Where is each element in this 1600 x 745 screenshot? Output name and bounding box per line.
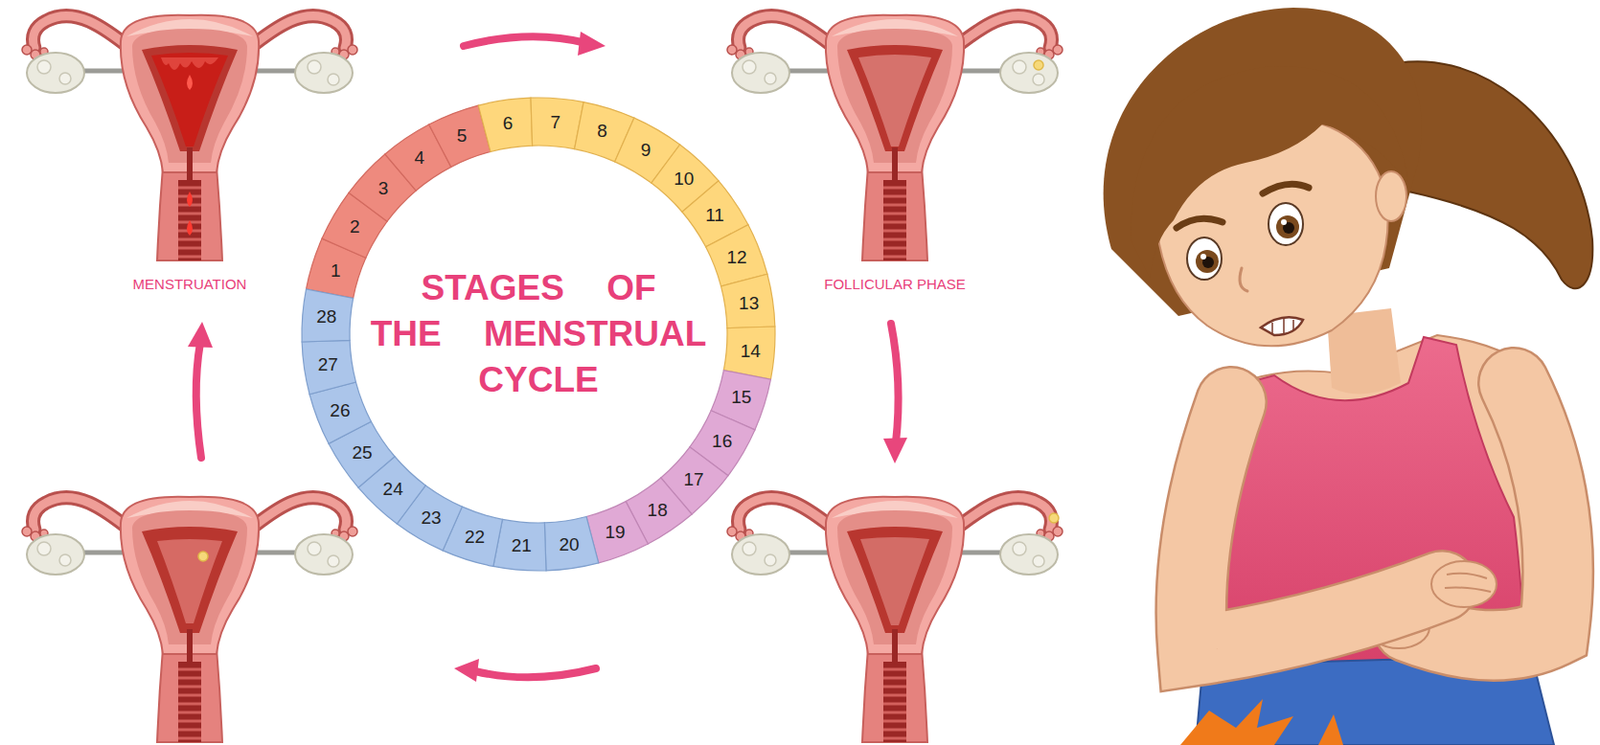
uterus-follicular-part	[858, 54, 932, 147]
day-number: 14	[731, 341, 770, 363]
girl-figure-part	[1200, 253, 1207, 260]
day-number: 4	[400, 147, 439, 169]
day-number: 25	[342, 442, 382, 464]
uterus-luteal-part	[157, 539, 223, 624]
segment-wedge	[478, 97, 532, 152]
day-number: 17	[674, 469, 713, 491]
girl-figure-part	[1375, 171, 1407, 222]
uterus-ovulation-part	[1049, 513, 1059, 524]
day-number: 5	[442, 125, 481, 147]
day-segment: 20	[542, 514, 601, 573]
uterus-menstruation-part	[186, 74, 193, 91]
girl-figure-part	[1180, 699, 1294, 745]
uterus-luteal	[22, 497, 358, 743]
uterus-follicular-part	[1033, 60, 1044, 70]
day-number: 3	[364, 178, 403, 200]
cycle-arrows-part	[454, 659, 480, 683]
day-number: 16	[703, 431, 742, 453]
day-segment: 27	[299, 338, 359, 397]
diagram-title: STAGES OF THE MENSTRUAL CYCLE	[366, 265, 710, 404]
cycle-arrows-part	[187, 321, 213, 348]
phase-label: FOLLICULAR PHASE	[823, 275, 966, 293]
day-number: 9	[626, 139, 665, 161]
girl-figure-part	[1260, 317, 1303, 336]
day-number: 10	[664, 168, 704, 190]
girl-figure-part	[1262, 183, 1309, 194]
girl-figure-part	[1444, 573, 1491, 593]
girl-figure-part	[1187, 237, 1222, 280]
day-number: 19	[595, 522, 635, 544]
day-number: 8	[582, 120, 621, 142]
phase-label-box: MENSTRUATION	[45, 274, 334, 295]
segment-wedge	[544, 517, 598, 572]
girl-figure-part	[1276, 215, 1300, 239]
girl-figure	[1103, 7, 1594, 745]
phase-label-box: FOLLICULAR PHASE	[751, 274, 1039, 295]
uterus-ovulation-part	[727, 497, 1063, 743]
day-number: 28	[307, 306, 346, 328]
uterus-ovulation-part	[860, 537, 930, 626]
day-number: 2	[335, 216, 374, 238]
uterus-menstruation	[22, 15, 358, 261]
day-number: 6	[488, 113, 527, 135]
cycle-arrows-part	[577, 31, 606, 56]
day-number: 22	[456, 526, 495, 549]
cycle-arrows-part	[463, 36, 587, 46]
day-number: 23	[411, 507, 451, 529]
uterus-menstruation-part	[186, 191, 193, 207]
uterus-menstruation-part	[160, 57, 219, 70]
day-number: 15	[722, 387, 761, 409]
uterus-luteal-part	[198, 551, 208, 562]
cycle-arrows	[187, 31, 908, 683]
day-number: 20	[549, 534, 589, 556]
uterus-menstruation-part	[22, 15, 358, 261]
day-segment: 6	[476, 95, 535, 155]
girl-figure-part	[1130, 66, 1409, 278]
girl-figure-part	[1280, 219, 1287, 226]
phase-label: MENSTRUATION	[133, 275, 248, 293]
girl-figure-part	[1176, 218, 1223, 229]
day-number: 13	[730, 293, 769, 315]
day-number: 18	[638, 500, 677, 522]
day-number: 24	[373, 479, 412, 501]
day-number: 11	[695, 205, 734, 227]
uterus-luteal-part	[22, 497, 358, 743]
cycle-arrows-part	[196, 342, 202, 458]
day-segment: 28	[299, 286, 356, 345]
girl-figure-part	[1272, 319, 1294, 335]
girl-figure-part	[1239, 268, 1248, 292]
cycle-arrows-part	[883, 437, 908, 464]
segment-wedge	[721, 274, 776, 328]
cycle-arrows-part	[475, 668, 596, 678]
uterus-menstruation-part	[186, 220, 193, 236]
day-number: 7	[536, 112, 575, 134]
girl-figure-part	[1268, 203, 1303, 246]
girl-figure-part	[1190, 402, 1442, 652]
girl-figure-part	[1318, 714, 1344, 745]
uterus-follicular-part	[727, 15, 1063, 261]
day-number: 12	[717, 247, 756, 269]
girl-figure-part	[1431, 561, 1497, 608]
day-number: 26	[320, 400, 360, 422]
uterus-menstruation-part	[151, 52, 229, 147]
uterus-ovulation	[727, 497, 1063, 743]
cycle-arrows-part	[891, 323, 899, 443]
day-number: 1	[316, 260, 355, 282]
segment-wedge	[301, 340, 356, 394]
day-segment: 13	[718, 272, 778, 331]
title-box: STAGES OF THE MENSTRUAL CYCLE	[366, 265, 710, 404]
uterus-follicular	[727, 15, 1063, 261]
girl-figure-part	[1195, 250, 1219, 274]
girl-figure-part	[1190, 402, 1442, 652]
day-number: 27	[308, 354, 347, 376]
day-number: 21	[502, 535, 541, 557]
segment-wedge	[301, 289, 354, 343]
